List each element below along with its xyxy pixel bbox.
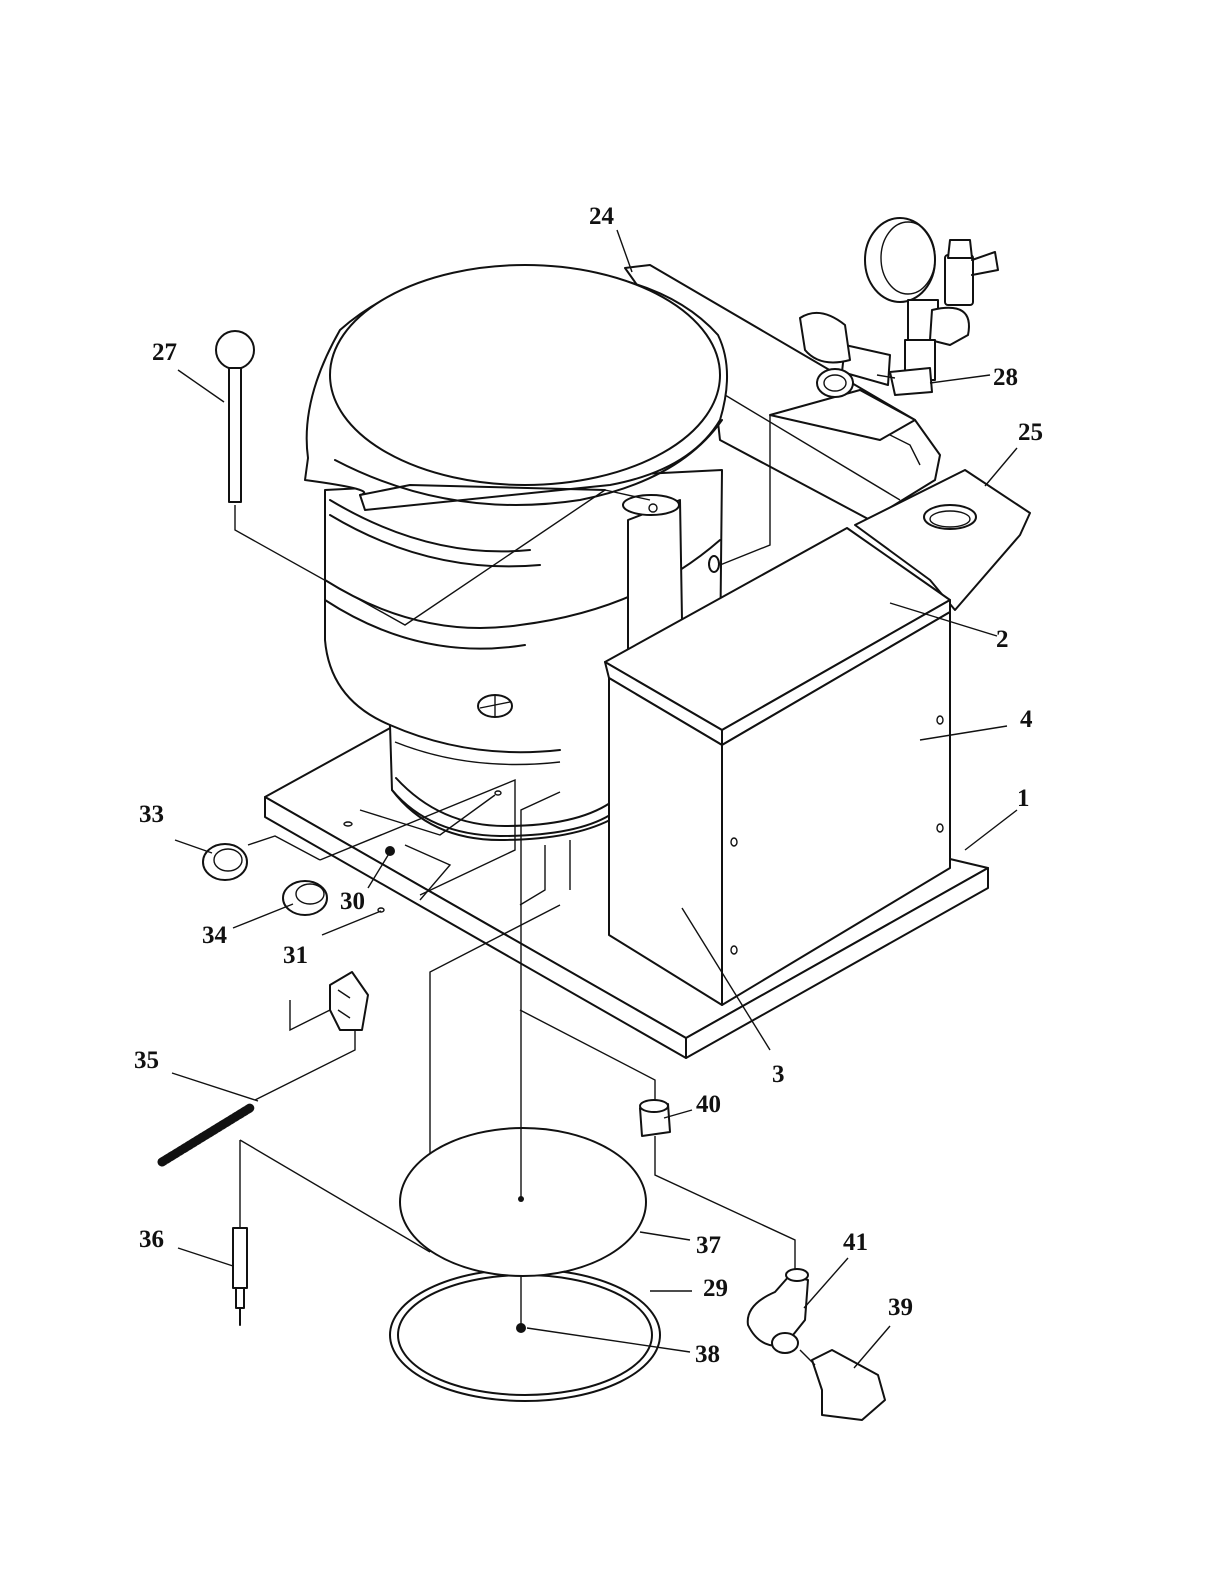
callout-41: 41 (843, 1229, 868, 1256)
callout-4: 4 (1020, 706, 1033, 733)
callout-37: 37 (696, 1232, 721, 1259)
callout-27: 27 (152, 339, 177, 366)
callout-40: 40 (696, 1091, 721, 1118)
callout-38: 38 (695, 1341, 720, 1368)
temperature-probe (233, 1228, 247, 1325)
callout-1: 1 (1017, 785, 1030, 812)
callout-24: 24 (589, 203, 615, 230)
callout-33: 33 (139, 801, 164, 828)
callout-3: 3 (772, 1061, 785, 1088)
callout-31: 31 (283, 942, 308, 969)
callout-29: 29 (703, 1275, 728, 1302)
callout-28: 28 (993, 364, 1018, 391)
callout-25: 25 (1018, 419, 1043, 446)
callout-2: 2 (996, 626, 1009, 653)
callout-34: 34 (202, 922, 228, 949)
callout-35: 35 (134, 1047, 159, 1074)
callout-36: 36 (139, 1226, 164, 1253)
callout-30: 30 (340, 888, 365, 915)
callout-39: 39 (888, 1294, 913, 1321)
